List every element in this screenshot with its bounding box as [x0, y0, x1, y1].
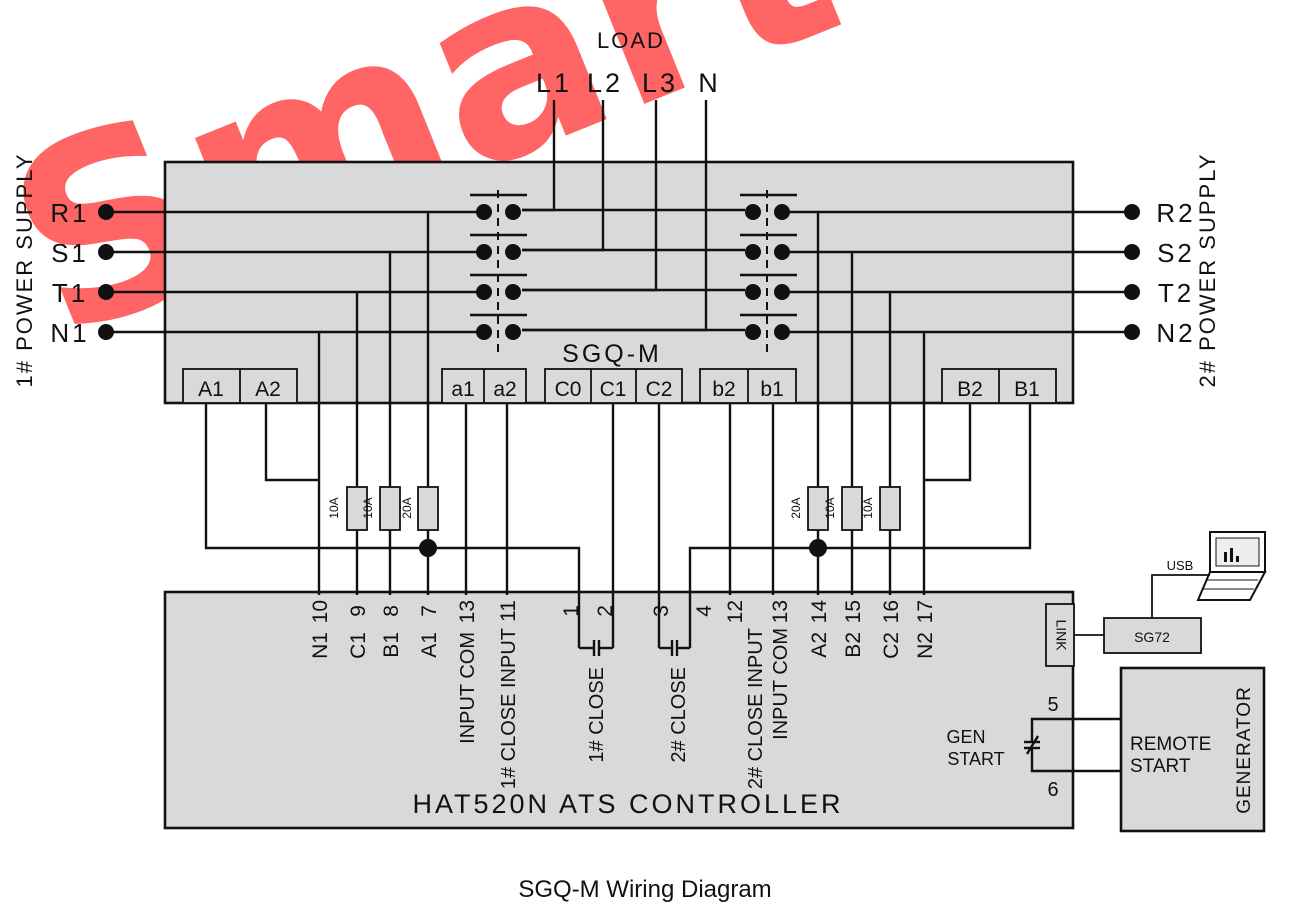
fuse-rating: 10A	[823, 497, 837, 518]
usb-cable	[1151, 574, 1210, 618]
pin-label: INPUT COM	[770, 628, 792, 740]
pin-num: 2	[594, 605, 617, 617]
right-interconnect	[657, 212, 1032, 648]
supply1-terminal: R1	[50, 198, 89, 228]
load-line-label: L3	[642, 68, 678, 98]
switch-terminal-label: a1	[451, 378, 474, 401]
switch-terminal-label: a2	[493, 378, 516, 401]
fuse-rating: 20A	[400, 497, 414, 518]
gen-start-label: START	[947, 749, 1004, 769]
pin-num: 3	[650, 605, 673, 617]
pin-num: 13	[456, 600, 479, 623]
remote-start-label: START	[1130, 756, 1191, 777]
controller-pins: 10 N1 9 C1 8 B1 7 A1 13 INPUT COM 11 1# …	[309, 600, 937, 789]
pin-num: 17	[914, 600, 937, 623]
pin-num: 16	[880, 600, 903, 623]
generator-box	[1119, 666, 1266, 833]
laptop-icon	[1196, 531, 1267, 601]
close-relay-2	[659, 640, 690, 656]
pin-num: 10	[309, 600, 332, 623]
close-relay-1	[579, 640, 613, 656]
pin-num: 1	[560, 605, 583, 617]
load-line-label: N	[698, 68, 718, 98]
switch-terminal-label: b1	[760, 378, 783, 401]
fuse-rating: 10A	[861, 497, 875, 518]
fuse-rating: 10A	[361, 497, 375, 518]
pin-num: 4	[693, 605, 716, 617]
generator-title: GENERATOR	[1234, 686, 1255, 814]
gen-start-contact	[1024, 717, 1122, 773]
pin-5: 5	[1047, 694, 1058, 716]
supply1-terminal: S1	[51, 238, 89, 268]
supply1-terminal: T1	[52, 278, 88, 308]
supply2-terminal: N2	[1156, 318, 1195, 348]
supply2-title: 2# POWER SUPPLY	[1195, 153, 1220, 388]
supply2-terminal-dots	[1124, 204, 1140, 340]
pin-label: B2	[842, 632, 865, 658]
switch-terminal-label: A1	[198, 378, 224, 401]
switch-terminal-label: C1	[600, 378, 627, 401]
pin-num: 15	[842, 600, 865, 623]
load-title: LOAD	[597, 28, 665, 53]
pin-label: C2	[880, 632, 903, 659]
switch-terminal-label: B2	[957, 378, 983, 401]
switch-terminal-label: B1	[1014, 378, 1040, 401]
pin-label: INPUT COM	[457, 632, 479, 744]
link-label: LINK	[1053, 619, 1069, 651]
supply2-terminal: T2	[1158, 278, 1194, 308]
pin-label: N2	[914, 632, 937, 659]
switch-terminal-label: C0	[555, 378, 582, 401]
supply1-terminal: N1	[50, 318, 89, 348]
pin-label: A2	[808, 632, 831, 658]
sg72-label: SG72	[1134, 629, 1170, 645]
close-1-label: 1# CLOSE	[586, 667, 608, 763]
switch-terminal-label: C2	[646, 378, 673, 401]
gen-start-label: GEN	[946, 727, 985, 747]
fuse-rating: 20A	[789, 497, 803, 518]
pin-6: 6	[1047, 779, 1058, 801]
left-interconnect	[204, 212, 615, 648]
close-2-label: 2# CLOSE	[668, 667, 690, 763]
switch-contacts-2	[740, 190, 797, 358]
switch-contacts-1	[470, 190, 527, 358]
pin-label: 1# CLOSE INPUT	[498, 628, 520, 789]
terminal-block-c	[544, 368, 683, 404]
pin-num: 8	[380, 605, 403, 617]
pin-num: 9	[347, 605, 370, 617]
pin-label: N1	[309, 632, 332, 659]
supply1-title: 1# POWER SUPPLY	[12, 153, 37, 388]
fuse-rating: 10A	[327, 497, 341, 518]
pin-label: 2# CLOSE INPUT	[745, 628, 767, 789]
caption: SGQ-M Wiring Diagram	[518, 876, 771, 903]
pin-num: 11	[497, 600, 520, 622]
pin-num: 7	[418, 605, 441, 617]
load-line-label: L1	[536, 68, 572, 98]
pin-num: 14	[808, 600, 831, 624]
sgq-switch-body	[163, 160, 1075, 405]
switch-terminal-label: A2	[255, 378, 281, 401]
usb-label: USB	[1167, 558, 1194, 573]
sg72-module	[1103, 617, 1202, 654]
controller-name: HAT520N ATS CONTROLLER	[412, 789, 843, 819]
pin-num: 13	[769, 600, 792, 623]
pin-num: 12	[724, 600, 747, 623]
controller-body	[163, 590, 1075, 830]
pin-label: A1	[418, 632, 441, 658]
pin-label: B1	[380, 632, 403, 658]
remote-start-label: REMOTE	[1130, 734, 1211, 755]
supply2-terminal: R2	[1156, 198, 1195, 228]
load-line-label: L2	[587, 68, 623, 98]
supply2-terminal: S2	[1157, 238, 1195, 268]
switch-name: SGQ-M	[562, 340, 662, 368]
switch-terminal-label: b2	[712, 378, 735, 401]
link-port	[1045, 603, 1075, 667]
pin-label: C1	[347, 632, 370, 659]
